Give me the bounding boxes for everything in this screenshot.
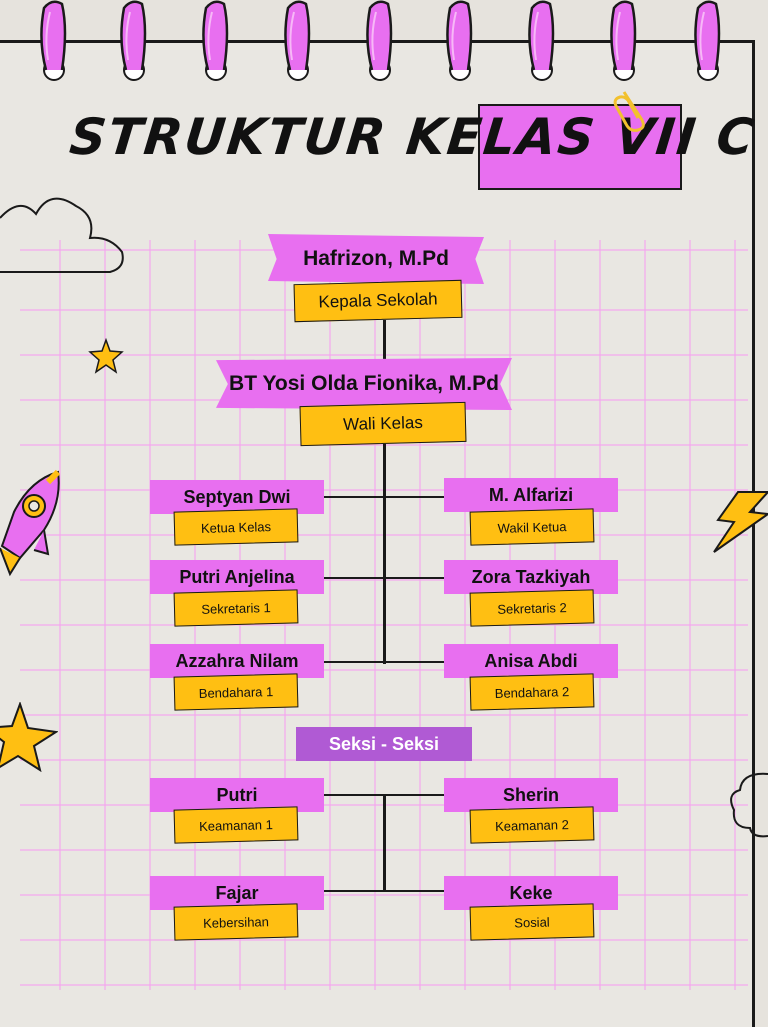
section-name: Putri [150,778,324,812]
spiral-ring-icon [694,0,721,81]
connector-line [324,890,444,892]
spiral-ring-icon [366,0,393,81]
page-title: STRUKTUR KELAS VII C [66,108,759,166]
principal-name: Hafrizon, M.Pd [268,234,484,284]
rocket-icon [0,469,61,577]
homeroom-role: Wali Kelas [299,401,467,447]
connector-line [383,794,386,890]
officer-role: Bendahara 2 [469,673,595,711]
officer-role: Sekretaris 1 [173,589,299,627]
officer-name: Azzahra Nilam [150,644,324,678]
connector-line [383,320,386,368]
section-role: Keamanan 2 [469,806,595,844]
star-icon [88,338,124,374]
cloud-icon [730,772,768,838]
spiral-ring-icon [528,0,555,81]
connector-line [324,577,444,579]
spiral-ring-icon [40,0,67,81]
officer-role: Bendahara 1 [173,673,299,711]
officer-name: Septyan Dwi [150,480,324,514]
section-name: Sherin [444,778,618,812]
officer-name: Anisa Abdi [444,644,618,678]
star-icon [0,702,58,772]
connector-line [324,661,444,663]
officer-name: Putri Anjelina [150,560,324,594]
connector-line [324,496,444,498]
connector-line [383,440,386,664]
spiral-ring-icon [202,0,229,81]
officer-role: Sekretaris 2 [469,589,595,627]
spiral-ring-icon [284,0,311,81]
spiral-ring-icon [120,0,147,81]
section-role: Keamanan 1 [173,806,299,844]
spiral-ring-icon [610,0,637,81]
section-role: Sosial [469,903,595,941]
homeroom-name: BT Yosi Olda Fionika, M.Pd [216,358,512,410]
principal-role: Kepala Sekolah [293,279,463,323]
connector-line [324,794,444,796]
cloud-icon [0,197,124,273]
officer-name: Zora Tazkiyah [444,560,618,594]
lightning-icon [713,491,768,553]
notebook-paper [0,40,755,1027]
paperclip-icon [613,91,645,132]
title-highlight [478,104,682,190]
sections-label: Seksi - Seksi [296,727,472,761]
spiral-ring-icon [446,0,473,81]
section-role: Kebersihan [173,903,299,941]
officer-name: M. Alfarizi [444,478,618,512]
officer-role: Wakil Ketua [469,508,595,546]
officer-role: Ketua Kelas [173,508,299,546]
